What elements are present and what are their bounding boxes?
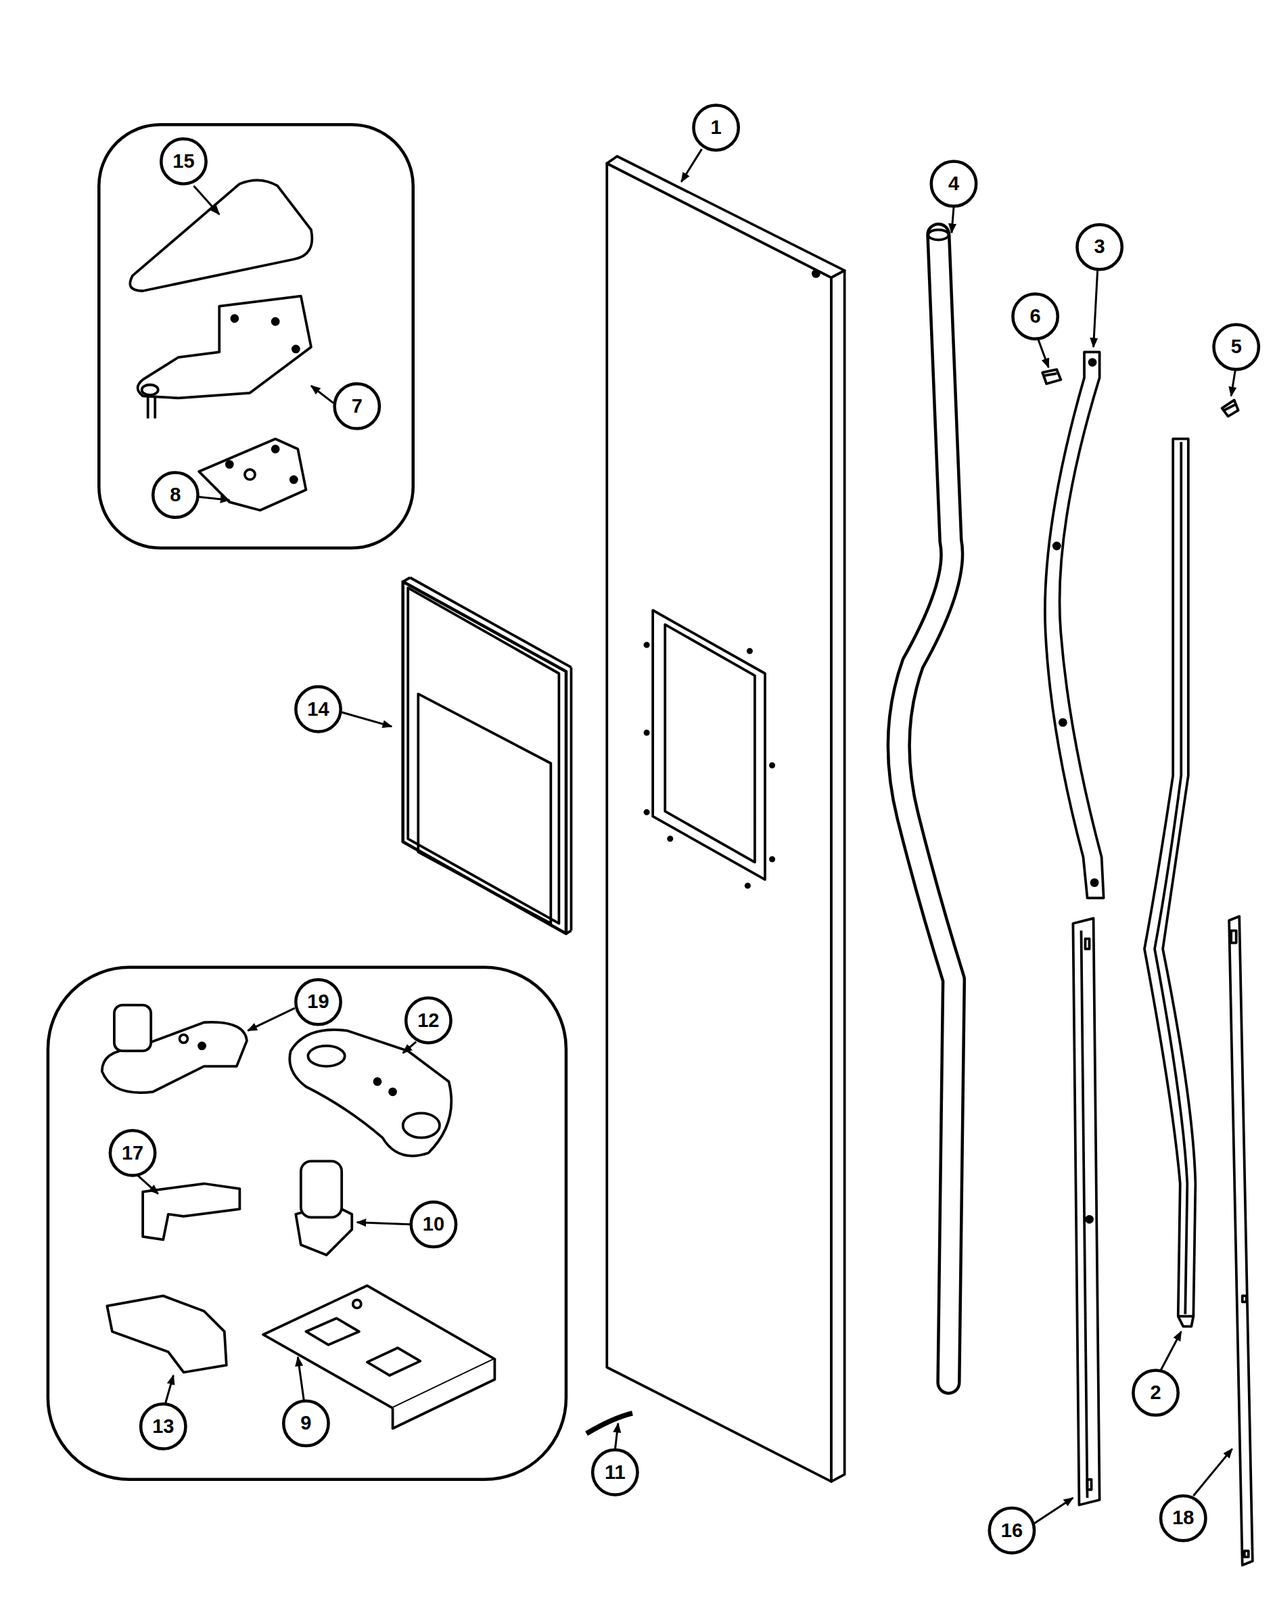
handle-trim — [1144, 438, 1196, 1327]
callout-number: 16 — [1001, 1520, 1023, 1541]
callout-number: 10 — [422, 1214, 445, 1234]
callout-circle — [931, 160, 977, 206]
callout-number: 3 — [1094, 236, 1106, 257]
callout-circle — [295, 686, 341, 732]
callout-circle — [989, 1507, 1035, 1553]
callout-number: 17 — [121, 1143, 144, 1163]
callout-circle — [295, 979, 341, 1025]
door-handle — [898, 229, 954, 1383]
hinge-plate — [137, 296, 312, 419]
screw — [1042, 369, 1061, 384]
callout-number: 9 — [300, 1412, 312, 1433]
callout-circle — [411, 1201, 456, 1247]
callout-circle — [1160, 1495, 1206, 1541]
callout-number: 6 — [1030, 306, 1041, 327]
callout-number: 2 — [1149, 1382, 1161, 1403]
seal-piece — [586, 1412, 633, 1434]
hinge-part — [102, 1005, 247, 1093]
hinge-pin — [295, 1160, 352, 1255]
callout-circle — [1132, 1369, 1178, 1415]
callout-number: 19 — [307, 991, 329, 1012]
callout-circle — [1214, 324, 1259, 370]
callout-circle — [405, 997, 451, 1043]
callout-number: 1 — [710, 117, 722, 138]
callout-number: 11 — [604, 1462, 626, 1482]
callout-number: 5 — [1231, 336, 1242, 357]
trim-strip — [1229, 915, 1253, 1565]
callout-circle — [693, 105, 738, 151]
dispenser-frame — [403, 577, 572, 934]
callout-number: 15 — [172, 151, 195, 172]
inset-panel — [98, 124, 413, 548]
callout-circle — [160, 138, 206, 184]
callout-circle — [152, 472, 198, 517]
handle-bracket — [1045, 351, 1104, 898]
inset-panel — [48, 967, 567, 1480]
hinge-shim — [198, 438, 306, 511]
callout-number: 8 — [169, 484, 181, 505]
door-panel — [606, 156, 845, 1482]
callout-number: 7 — [351, 396, 363, 416]
callout-circle — [283, 1400, 329, 1446]
callout-number: 12 — [417, 1010, 439, 1031]
callout-circle — [1076, 224, 1122, 270]
leader-line — [137, 148, 1236, 1523]
callout-number: 13 — [152, 1416, 174, 1436]
callout-circle — [592, 1449, 638, 1495]
screw — [1222, 399, 1239, 416]
hinge-bushing-plate — [289, 1029, 452, 1156]
callout-circle — [1012, 294, 1058, 339]
callout-number: 18 — [1172, 1507, 1194, 1528]
callout-circle — [334, 383, 380, 429]
callout-circle — [110, 1130, 155, 1175]
callout-circle — [140, 1403, 186, 1449]
hinge-cover — [129, 179, 312, 291]
callout-number: 4 — [948, 173, 960, 194]
hinge-cover — [106, 1295, 226, 1372]
trim-strip — [1072, 917, 1100, 1505]
callout-number: 14 — [307, 699, 329, 720]
